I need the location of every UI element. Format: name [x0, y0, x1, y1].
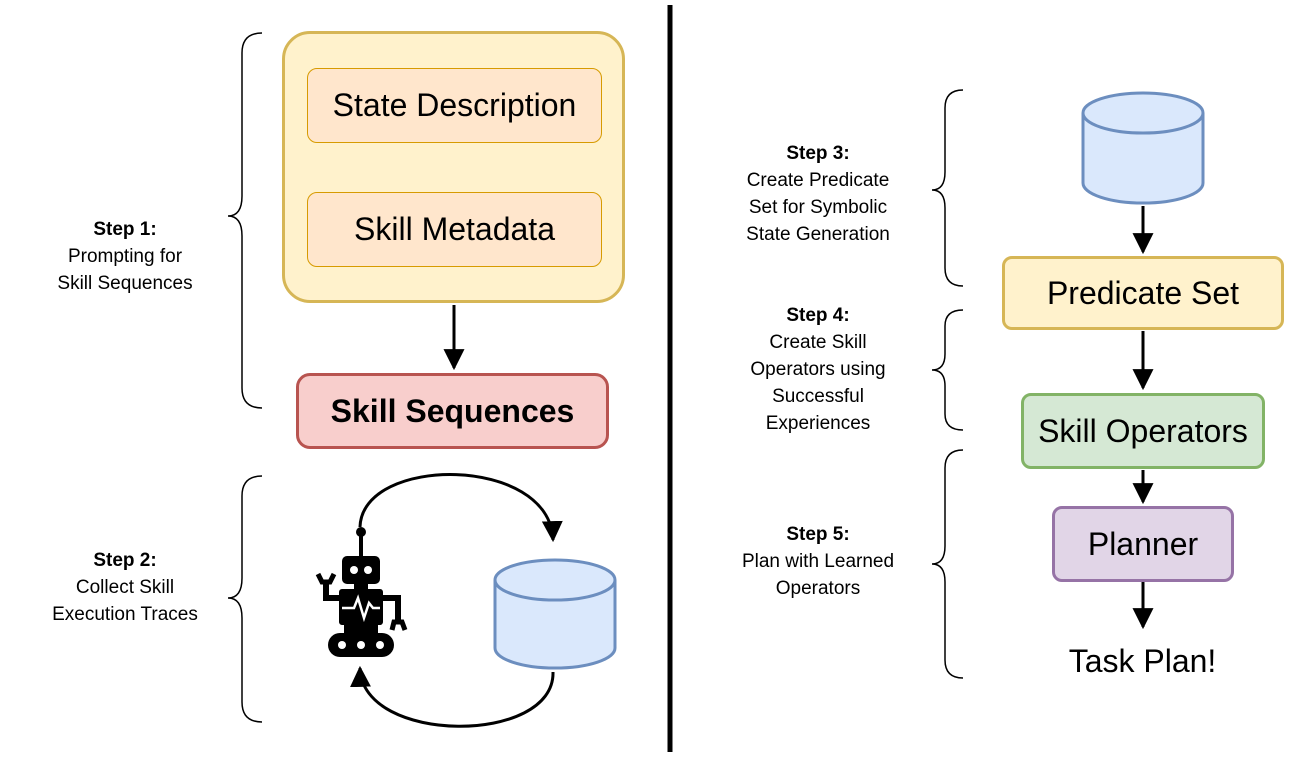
step4-title: Step 4:	[786, 305, 850, 326]
step4-line: Operators using	[750, 359, 886, 380]
brace-step2	[227, 475, 263, 723]
step5-line: Plan with Learned	[741, 551, 895, 572]
predicate-set-box: Predicate Set	[1002, 256, 1284, 330]
step2-label: Step 2: Collect Skill Execution Traces	[20, 547, 230, 628]
step2-line: Execution Traces	[52, 604, 198, 625]
step4-line: Successful	[772, 386, 864, 407]
step3-line: Set for Symbolic	[748, 197, 888, 218]
step3-line: State Generation	[746, 224, 890, 245]
step4-line: Experiences	[765, 413, 871, 434]
skill-metadata-box: Skill Metadata	[307, 192, 602, 267]
step2-line: Collect Skill	[75, 577, 175, 598]
database-icon	[1081, 91, 1205, 205]
step5-line: Operators	[775, 578, 861, 599]
step5-label: Step 5: Plan with Learned Operators	[708, 521, 928, 602]
robot-icon	[315, 527, 408, 657]
arrow-robot-to-database	[358, 473, 563, 543]
arrow-database-to-robot	[350, 665, 555, 728]
state-description-box: State Description	[307, 68, 602, 143]
step1-line: Skill Sequences	[57, 273, 193, 294]
step4-line: Create Skill	[769, 332, 867, 353]
step1-line: Prompting for	[67, 246, 183, 267]
step1-title: Step 1:	[93, 219, 157, 240]
step2-title: Step 2:	[93, 550, 157, 571]
step3-line: Create Predicate	[746, 170, 890, 191]
step4-label: Step 4: Create Skill Operators using Suc…	[708, 302, 928, 437]
step3-title: Step 3:	[786, 143, 850, 164]
brace-step1	[227, 32, 263, 409]
task-plan-label: Task Plan!	[1068, 643, 1217, 679]
skill-operators-box: Skill Operators	[1021, 393, 1265, 469]
brace-step5	[931, 449, 964, 679]
step3-label: Step 3: Create Predicate Set for Symboli…	[708, 140, 928, 248]
brace-step4	[931, 309, 964, 431]
planner-box: Planner	[1052, 506, 1234, 582]
step5-title: Step 5:	[786, 524, 850, 545]
brace-step3	[931, 89, 964, 287]
database-icon	[493, 558, 617, 670]
skill-sequences-box: Skill Sequences	[296, 373, 609, 449]
step1-label: Step 1: Prompting for Skill Sequences	[20, 216, 230, 297]
